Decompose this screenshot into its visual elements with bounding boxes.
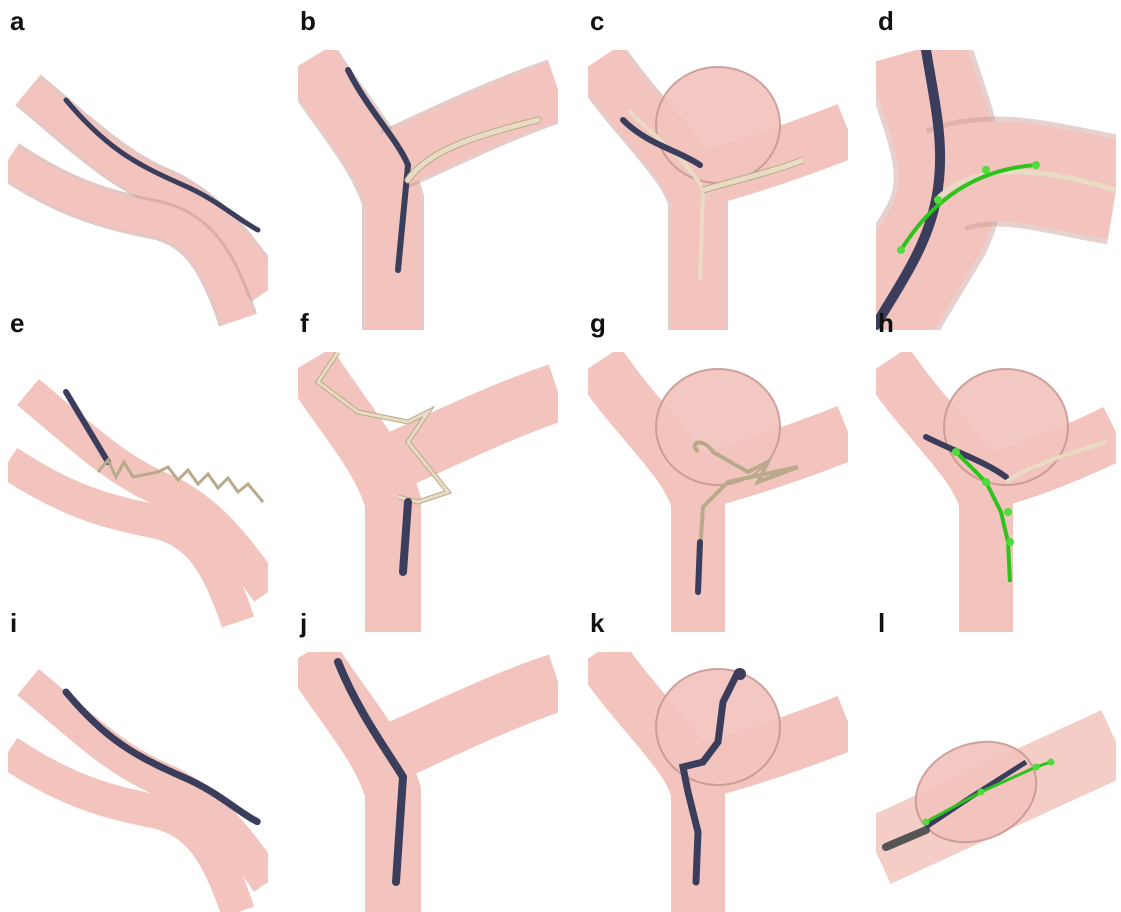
- figure-grid: a b c: [0, 0, 1121, 892]
- vessel-render-d: [876, 50, 1116, 330]
- panel-label: g: [590, 308, 606, 338]
- panel-label: i: [10, 608, 17, 638]
- panel-label: k: [590, 608, 604, 638]
- panel-g: g: [588, 312, 858, 602]
- panel-b: b: [298, 10, 568, 300]
- vessel-render-j: [298, 652, 558, 912]
- panel-h: h: [876, 312, 1121, 602]
- panel-label: j: [300, 608, 307, 638]
- vessel-render-l: [876, 652, 1116, 912]
- panel-i: i: [8, 612, 278, 902]
- panel-k: k: [588, 612, 858, 902]
- panel-e: e: [8, 312, 278, 602]
- panel-label: d: [878, 6, 894, 36]
- panel-label: b: [300, 6, 316, 36]
- vessel-render-i: [8, 652, 268, 912]
- panel-label: a: [10, 6, 24, 36]
- vessel-render-a: [8, 50, 268, 330]
- panel-label: f: [300, 308, 309, 338]
- panel-label: c: [590, 6, 604, 36]
- panel-j: j: [298, 612, 568, 902]
- vessel-render-b: [298, 50, 558, 330]
- vessel-render-f: [298, 352, 558, 632]
- vessel-render-g: [588, 352, 848, 632]
- vessel-render-h: [876, 352, 1116, 632]
- vessel-render-c: [588, 50, 848, 330]
- panel-d: d: [876, 10, 1121, 300]
- panel-l: l: [876, 612, 1121, 902]
- panel-f: f: [298, 312, 568, 602]
- panel-c: c: [588, 10, 858, 300]
- vessel-render-k: [588, 652, 848, 912]
- panel-label: l: [878, 608, 885, 638]
- panel-label: e: [10, 308, 24, 338]
- panel-label: h: [878, 308, 894, 338]
- panel-a: a: [8, 10, 278, 300]
- vessel-render-e: [8, 352, 268, 632]
